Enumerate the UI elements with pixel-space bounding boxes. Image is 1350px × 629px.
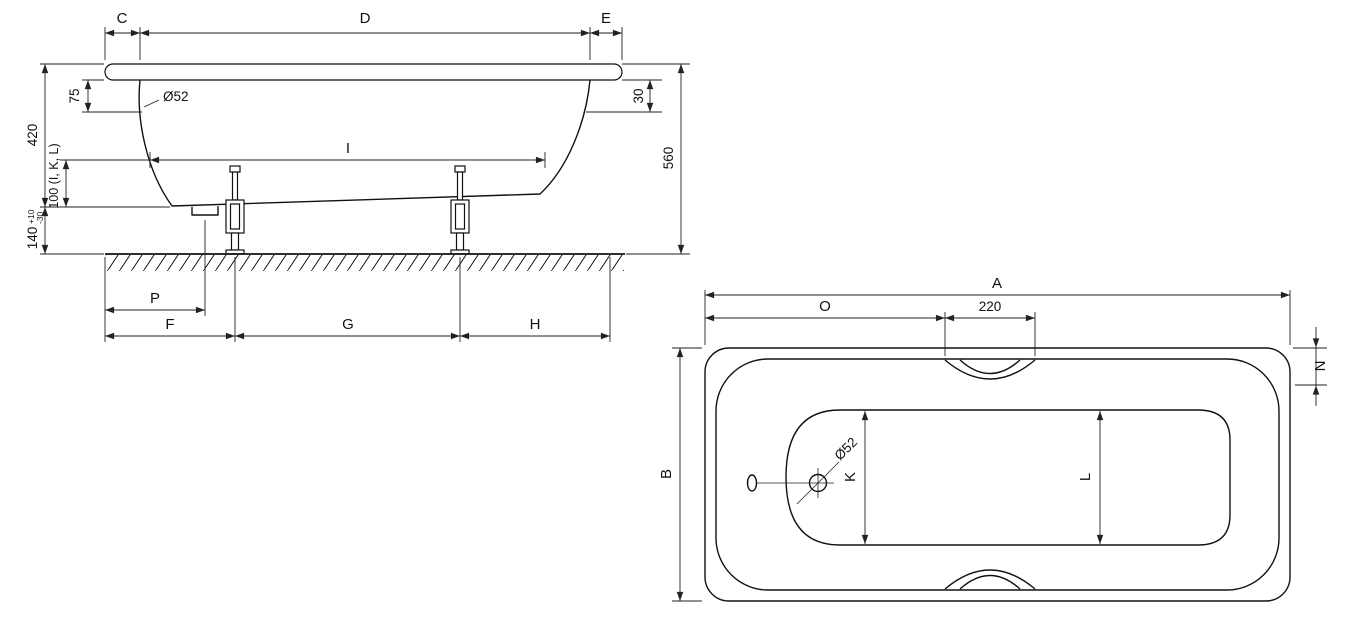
dim-label-30: 30 [631,88,646,103]
dim-label-F: F [165,316,174,333]
tub-rim-profile [104,63,623,81]
dim-label-K: K [842,472,859,482]
dimension-right-heights: 30 560 [586,63,690,255]
drain-callout-side: Ø52 [143,89,189,108]
dim-label-P: P [150,290,160,307]
side-view: C D E 75 420 100 (I, K, L) 140 +10 -30 [25,10,690,342]
dim-label-C: C [117,10,128,27]
dim-label-420: 420 [25,124,40,147]
dimension-plan-top: A O 220 [704,275,1291,356]
dim-label-140-tol-plus: +10 [26,209,36,224]
grip-bottom [944,569,1036,590]
dimension-plan-l: L [1077,411,1104,545]
dim-label-G: G [342,316,354,333]
support-foot-right [450,165,470,255]
dim-label-O: O [819,298,831,315]
dim-label-140: 140 [25,227,40,250]
dim-label-L: L [1077,473,1094,481]
dim-label-140-tol-minus: -30 [35,211,45,224]
dim-label-100-ikl: 100 (I, K, L) [47,143,61,208]
tub-shell-profile [138,79,591,207]
dim-label-E: E [601,10,611,27]
dim-label-B: B [658,469,675,479]
dim-label-D: D [360,10,371,27]
dimension-inner-length: I [149,140,546,168]
tub-inner-rim-plan [715,358,1280,591]
dim-label-75: 75 [67,88,82,103]
dim-label-140-group: 140 +10 -30 [25,209,45,249]
dimension-plan-b: B [658,347,702,602]
dimension-left-heights: 75 420 100 (I, K, L) 140 +10 -30 [25,63,170,255]
dim-label-I: I [346,140,350,157]
grip-top [944,359,1036,380]
tub-bottom-outline-plan [785,409,1231,546]
dimension-bottom-chain: P F G H [104,220,611,342]
dimension-plan-n: N [1293,327,1329,406]
dim-label-H: H [530,316,541,333]
drain-outlet-profile [191,206,219,216]
dimension-plan-k: K [842,411,869,545]
top-view: Ø52 A O 220 N B [658,275,1329,602]
tub-outer-edge-plan [704,347,1291,602]
dim-label-560: 560 [661,147,676,170]
drain-callout-plan: Ø52 [796,434,860,505]
dimension-top-chain: C D E [104,10,623,60]
dim-label-A: A [992,275,1002,292]
dim-label-220: 220 [979,299,1002,314]
drain-diameter-label-side: Ø52 [163,89,189,104]
support-foot-left [225,165,245,255]
dim-label-N: N [1312,361,1329,372]
overflow-hole [746,474,758,492]
drain-diameter-label-plan: Ø52 [831,434,860,463]
ground-hatch [106,255,624,271]
